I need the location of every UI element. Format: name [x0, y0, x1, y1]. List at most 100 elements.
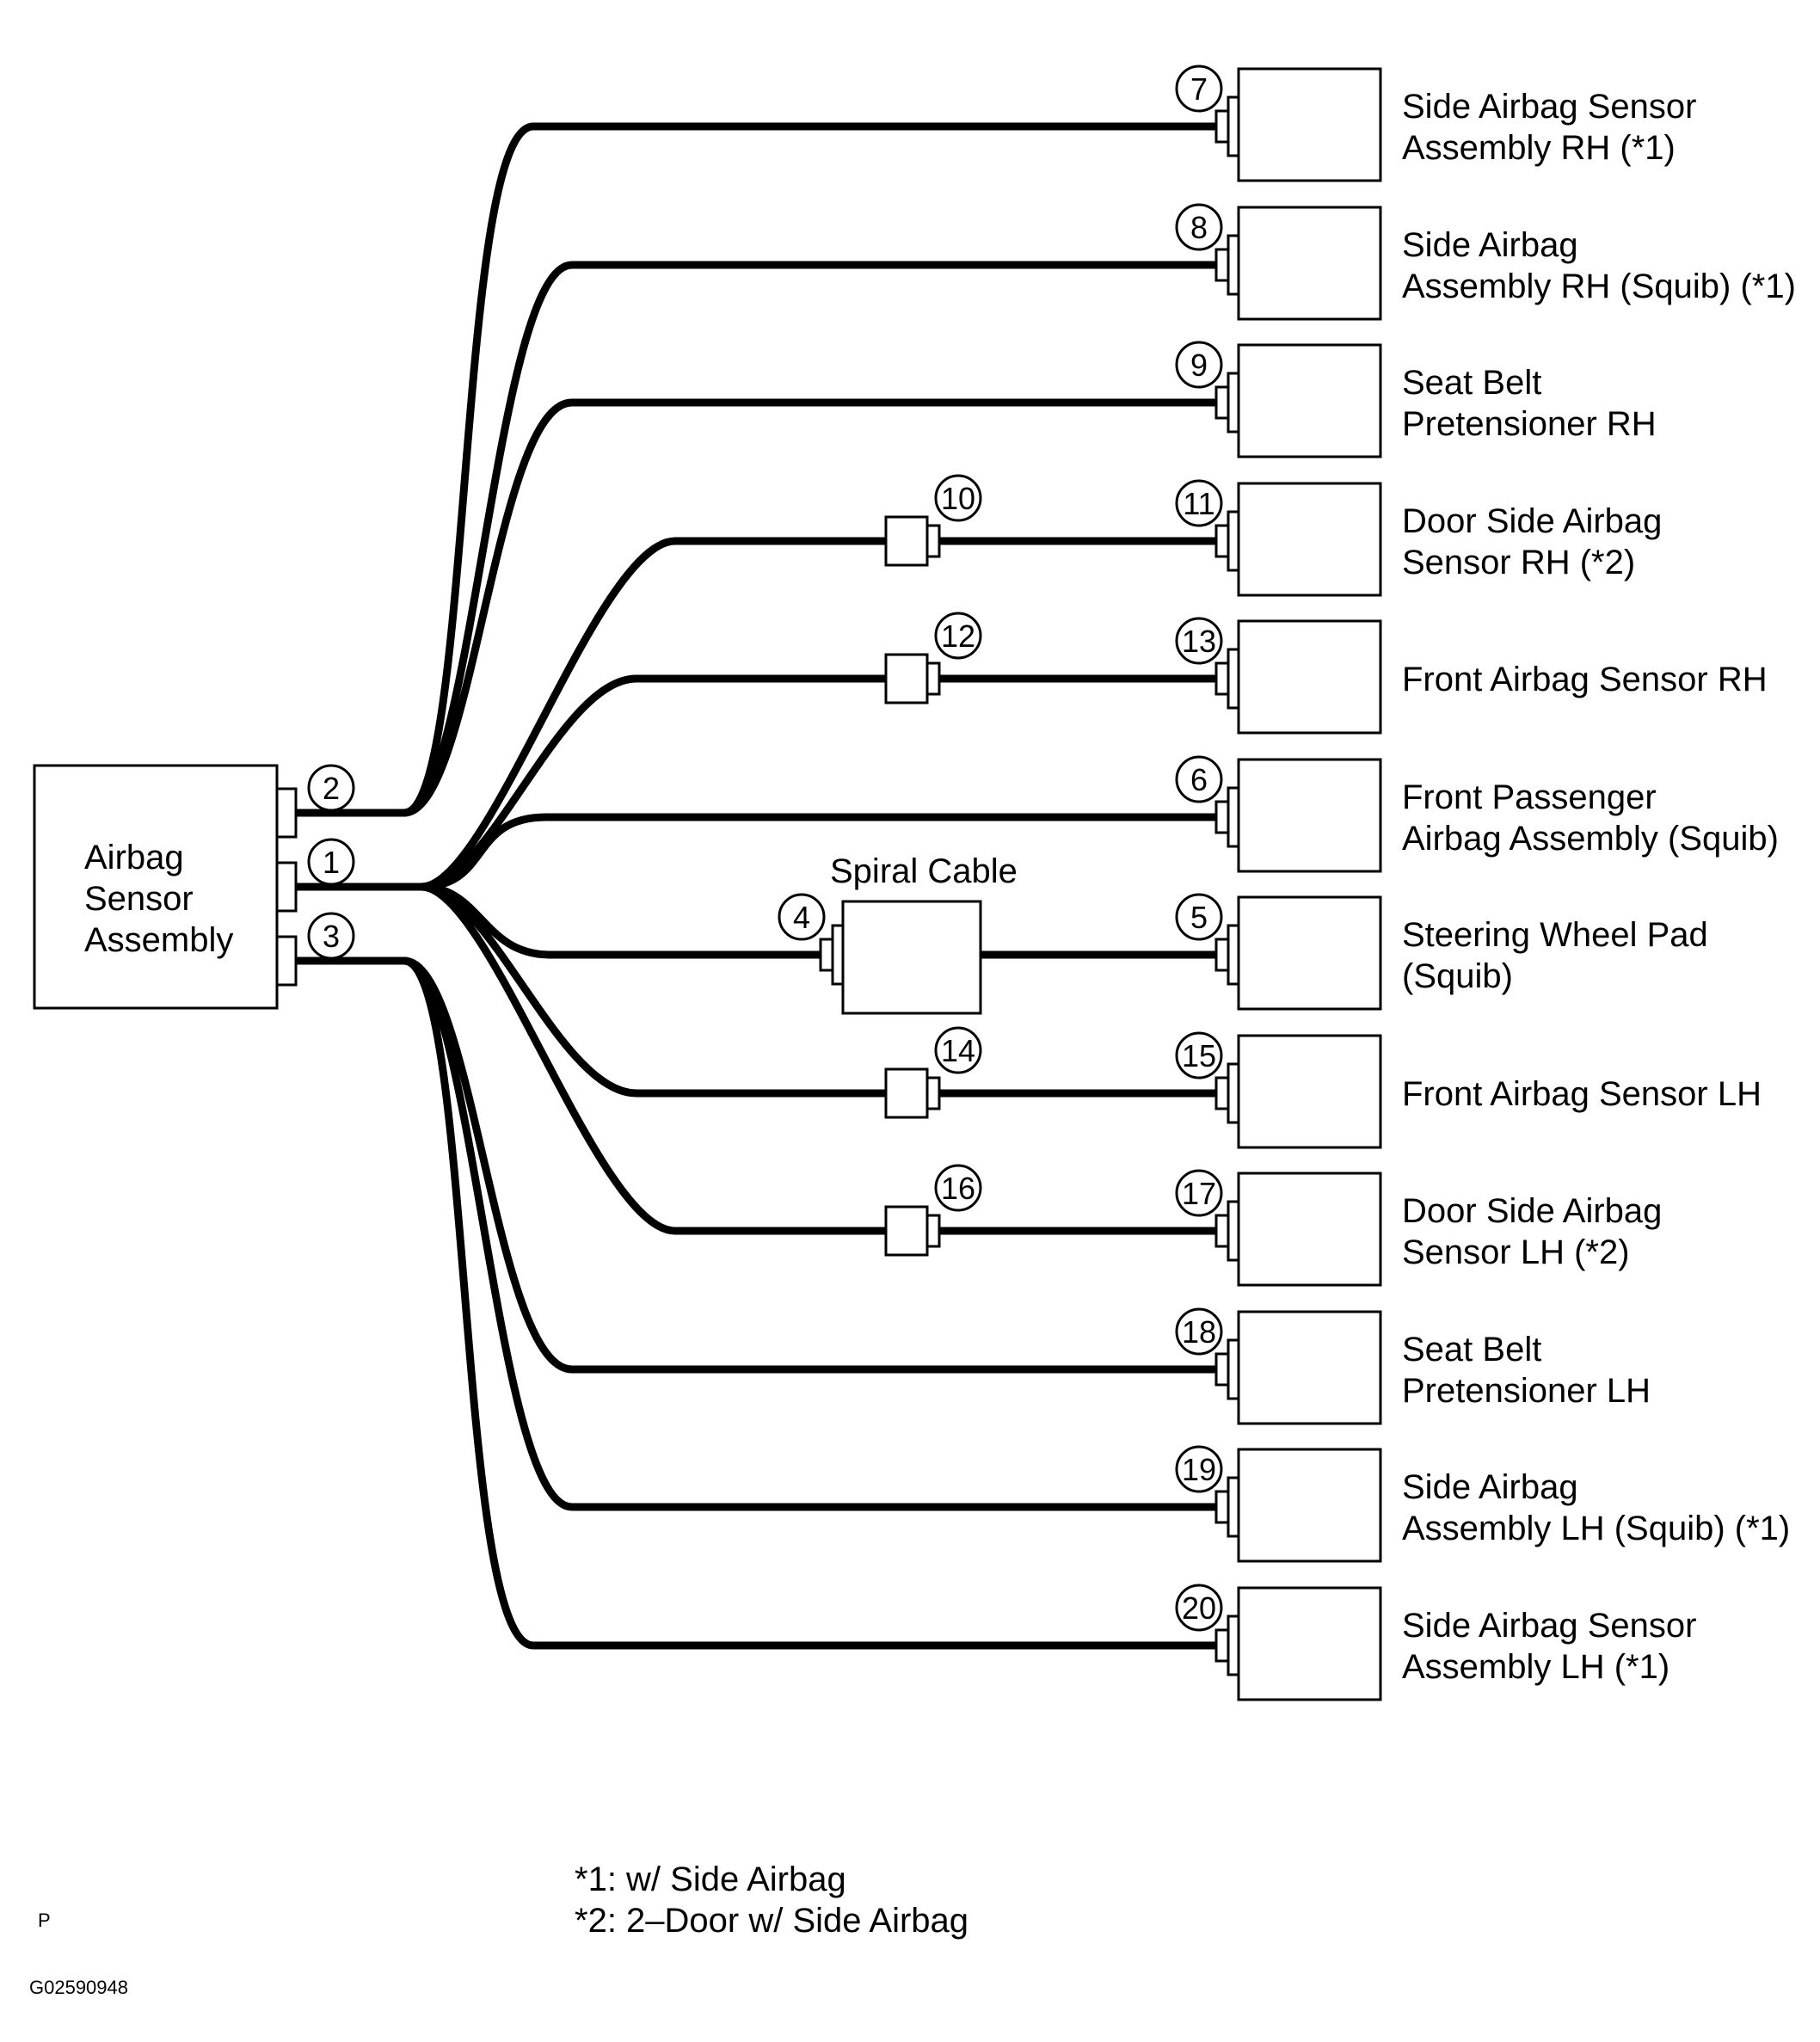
number-circle — [307, 764, 355, 812]
component-7-label-line: Assembly RH (*1) — [1402, 129, 1676, 167]
component-5-number: 5 — [1175, 893, 1223, 941]
number-label: 18 — [1182, 1314, 1216, 1350]
number-circle — [1175, 479, 1223, 527]
footnote-1: *1: w/ Side Airbag — [575, 1861, 846, 1898]
component-9-connector — [1214, 372, 1240, 434]
component-11-label-line: Door Side Airbag — [1402, 502, 1662, 540]
number-label: 17 — [1182, 1176, 1216, 1211]
number-circle — [307, 838, 355, 886]
component-15-number: 15 — [1175, 1031, 1223, 1079]
component-7-connector — [1214, 95, 1240, 157]
number-label: 3 — [323, 919, 340, 954]
component-19-connector — [1214, 1476, 1240, 1538]
component-20-number: 20 — [1175, 1584, 1223, 1632]
number-label: 4 — [793, 900, 810, 935]
spiral-cable-connector — [819, 924, 845, 986]
component-9-label-line: Seat Belt — [1402, 364, 1541, 402]
number-circle — [1175, 203, 1223, 251]
component-13-number: 13 — [1175, 617, 1223, 665]
number-circle — [307, 912, 355, 960]
number-label: 8 — [1190, 210, 1208, 245]
component-17-label-line: Sensor LH (*2) — [1402, 1233, 1630, 1271]
number-circle — [1175, 341, 1223, 389]
component-8-label-line: Side Airbag — [1402, 226, 1578, 264]
component-20-box — [1237, 1586, 1382, 1701]
component-9-wire — [292, 398, 1221, 817]
component-6-number: 6 — [1175, 755, 1223, 803]
wire-to-spiral-cable — [292, 883, 825, 959]
component-13-connector — [1214, 648, 1240, 710]
component-6-box — [1237, 758, 1382, 873]
component-19-box — [1237, 1448, 1382, 1563]
component-13-label-line: Front Airbag Sensor RH — [1402, 661, 1768, 698]
number-label: 19 — [1182, 1452, 1216, 1487]
number-circle — [1175, 1307, 1223, 1356]
component-11-wire — [292, 537, 1221, 891]
component-8-number: 8 — [1175, 203, 1223, 251]
component-17-inline-number: 16 — [934, 1164, 982, 1212]
number-circle — [934, 1164, 982, 1212]
component-13-inline-number: 12 — [934, 612, 982, 660]
component-18-label-line: Pretensioner LH — [1402, 1372, 1651, 1410]
component-18-connector — [1214, 1338, 1240, 1400]
component-8-label-line: Assembly RH (Squib) (*1) — [1402, 268, 1796, 305]
figure-code: G02590948 — [29, 1977, 128, 1998]
component-7-wire — [292, 122, 1221, 817]
number-label: 7 — [1190, 71, 1208, 107]
component-boxes — [33, 67, 1382, 1701]
component-11-inline-number: 10 — [934, 474, 982, 522]
ecu-label-line: Airbag — [84, 839, 184, 876]
footnote-2: *2: 2–Door w/ Side Airbag — [575, 1902, 968, 1940]
component-17-label-line: Door Side Airbag — [1402, 1192, 1662, 1230]
ecu-connector-3 — [275, 935, 298, 987]
component-15-connector — [1214, 1062, 1240, 1124]
number-circle — [1175, 617, 1223, 665]
number-label: 11 — [1183, 486, 1214, 521]
component-19-number: 19 — [1175, 1445, 1223, 1493]
component-8-box — [1237, 206, 1382, 321]
number-label: 10 — [941, 481, 975, 516]
component-6-wire — [292, 813, 1221, 891]
number-circle — [934, 474, 982, 522]
number-circle — [934, 1026, 982, 1074]
component-20-label-line: Assembly LH (*1) — [1402, 1648, 1669, 1686]
component-6-connector — [1214, 786, 1240, 848]
component-15-box — [1237, 1034, 1382, 1149]
component-13-inline-connector — [884, 653, 941, 704]
number-circle — [1175, 1445, 1223, 1493]
wire-harness — [292, 122, 1221, 1650]
component-20-label-line: Side Airbag Sensor — [1402, 1607, 1696, 1645]
component-19-label-line: Assembly LH (Squib) (*1) — [1402, 1510, 1790, 1547]
component-6-label-line: Airbag Assembly (Squib) — [1402, 820, 1779, 858]
component-11-connector — [1214, 510, 1240, 572]
number-circle — [1175, 893, 1223, 941]
number-circle — [1175, 1169, 1223, 1217]
component-6-label-line: Front Passenger — [1402, 778, 1657, 816]
component-5-connector — [1214, 924, 1240, 986]
component-11-number: 11 — [1175, 479, 1223, 527]
ecu-label-line: Sensor — [84, 880, 194, 918]
ecu-connector-2 — [275, 787, 298, 839]
component-8-connector — [1214, 234, 1240, 296]
component-9-box — [1237, 343, 1382, 458]
component-9-label-line: Pretensioner RH — [1402, 405, 1657, 443]
airbag-sensor-assembly-box — [33, 764, 279, 1010]
component-11-box — [1237, 482, 1382, 597]
ecu-connector-number-2: 2 — [307, 764, 355, 812]
ecu-connector-number-1: 1 — [307, 838, 355, 886]
component-15-inline-number: 14 — [934, 1026, 982, 1074]
component-11-label-line: Sensor RH (*2) — [1402, 544, 1635, 581]
component-5-label-line: (Squib) — [1402, 957, 1513, 995]
spiral-cable-label: Spiral Cable — [830, 852, 1018, 890]
number-label: 20 — [1182, 1590, 1216, 1626]
ecu-connector-1 — [275, 861, 298, 913]
component-17-wire — [292, 883, 1221, 1235]
number-circle — [1175, 1031, 1223, 1079]
component-5-label-line: Steering Wheel Pad — [1402, 916, 1708, 954]
component-18-number: 18 — [1175, 1307, 1223, 1356]
component-11-inline-connector — [884, 515, 941, 567]
component-7-label-line: Side Airbag Sensor — [1402, 88, 1696, 126]
number-label: 9 — [1190, 348, 1208, 383]
